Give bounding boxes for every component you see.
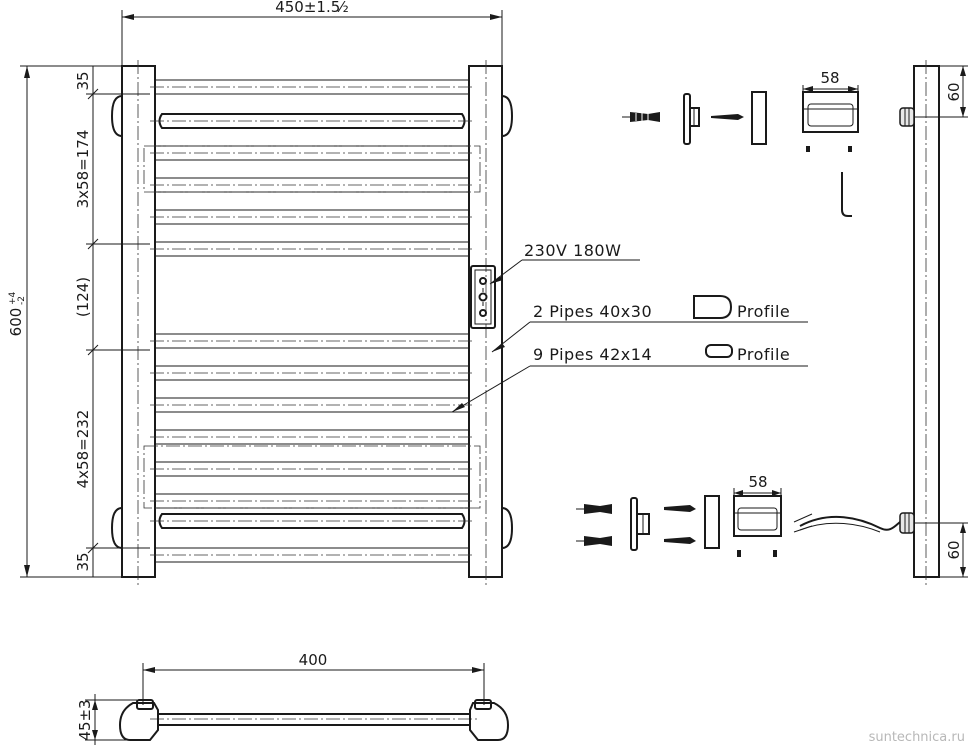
depth-dimension: 45±3 xyxy=(76,699,94,740)
power-label: 230V 180W xyxy=(524,241,621,260)
seg-middle-dimension: (124) xyxy=(74,277,92,317)
bracket-bottom-dimension: 58 xyxy=(748,473,767,491)
seg-top-dimension: 35 xyxy=(74,71,92,90)
side-top-dimension: 60 xyxy=(945,82,963,101)
height-tolerance-plus: +4 xyxy=(8,291,18,305)
pipes-a-label: 2 Pipes 40x30 xyxy=(533,302,652,321)
allen-key-icon xyxy=(841,172,852,217)
width-dimension: 450±1.5⁄₂ xyxy=(275,0,349,16)
pipes-b-profile-label: Profile xyxy=(737,345,790,364)
seg-bottom-dimension: 35 xyxy=(74,552,92,571)
profile-d-icon xyxy=(693,295,733,319)
seg-upper-dimension: 3x58=174 xyxy=(74,130,92,209)
pipes-b-label: 9 Pipes 42x14 xyxy=(533,345,652,364)
pipes-a-profile-label: Profile xyxy=(737,302,790,321)
bottom-mounting-kit: 58 xyxy=(576,473,901,557)
right-rail xyxy=(468,65,503,578)
front-view: 450±1.5⁄₂ xyxy=(7,0,514,585)
top-mounting-kit: 58 xyxy=(622,69,859,217)
height-dimension: 600 xyxy=(7,308,25,337)
watermark: suntechnica.ru xyxy=(869,730,965,745)
profile-oval-icon xyxy=(705,344,733,358)
bottom-view: 400 45±3 xyxy=(76,651,510,745)
terminal-box xyxy=(470,265,496,329)
bottom-width-dimension: 400 xyxy=(299,651,328,669)
side-bottom-dimension: 60 xyxy=(945,540,963,559)
power-cable xyxy=(799,515,901,531)
side-view: 60 60 xyxy=(899,60,968,585)
left-rail xyxy=(121,65,156,578)
callouts: 230V 180W 2 Pipes 40x30 Profile 9 Pipes … xyxy=(451,241,808,413)
bracket-top-dimension: 58 xyxy=(820,69,839,87)
crossbars xyxy=(155,79,469,563)
height-tolerance-minus: -2 xyxy=(17,296,27,305)
screw-icon xyxy=(622,112,660,122)
screw-icon xyxy=(576,504,612,546)
seg-lower-dimension: 4x58=232 xyxy=(74,410,92,489)
